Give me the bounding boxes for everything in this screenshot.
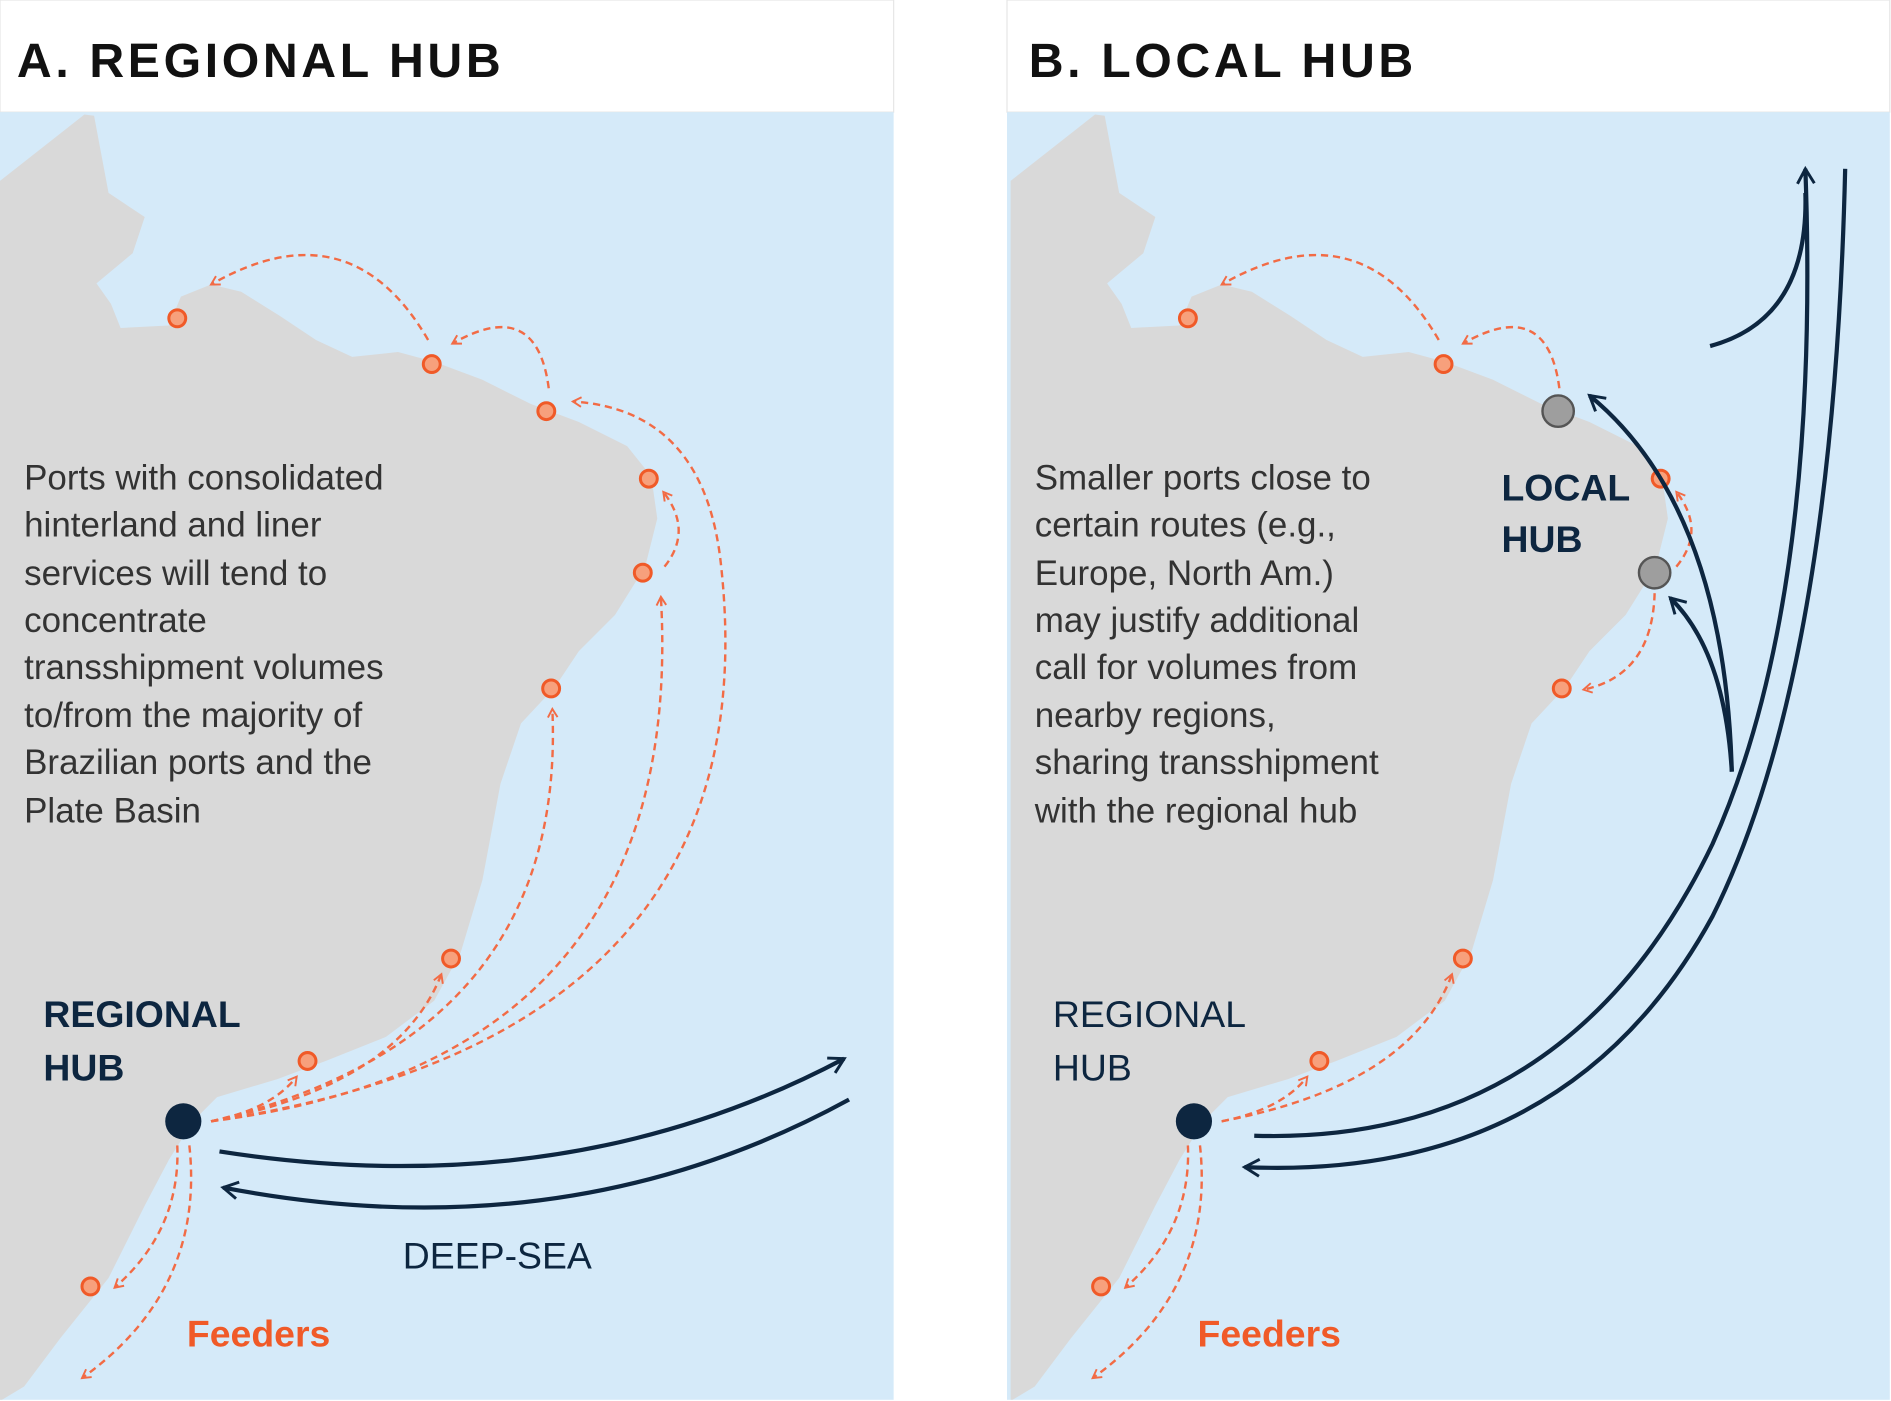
regional-hub-marker [1175, 1103, 1213, 1140]
svg-text:Plate Basin: Plate Basin [24, 791, 201, 830]
svg-text:call for volumes from: call for volumes from [1035, 648, 1357, 687]
port-marker [167, 308, 188, 329]
svg-text:Ports with consolidated: Ports with consolidated [24, 459, 383, 498]
svg-text:services will tend to: services will tend to [24, 554, 327, 593]
feeders-label: Feeders [1198, 1313, 1341, 1355]
svg-text:hinterland and liner: hinterland and liner [24, 506, 322, 545]
svg-text:to/from the majority of: to/from the majority of [24, 696, 362, 735]
deep-sea-routes [219, 1056, 851, 1210]
port-marker [1452, 948, 1473, 969]
panel-b-title: B. LOCAL HUB [1029, 34, 1417, 88]
port-marker [541, 678, 562, 699]
svg-text:Europe, North Am.): Europe, North Am.) [1035, 554, 1334, 593]
feeder-routes [1091, 253, 1693, 1380]
svg-text:nearby regions,: nearby regions, [1035, 696, 1276, 735]
port-marker [421, 354, 442, 375]
regional-hub-label: REGIONAL [1053, 993, 1246, 1035]
svg-text:sharing transshipment: sharing transshipment [1035, 743, 1379, 782]
local-hub-label: LOCAL [1501, 466, 1630, 508]
regional-hub-label: REGIONAL [43, 993, 240, 1035]
panel-a-description: Ports with consolidated hinterland and l… [24, 459, 383, 831]
port-marker [441, 948, 461, 969]
port-marker [1551, 678, 1572, 699]
local-hub-label: HUB [1501, 518, 1582, 560]
local-hub-marker [1541, 394, 1576, 429]
svg-text:with the regional hub: with the regional hub [1034, 791, 1358, 830]
feeders-label: Feeders [187, 1313, 330, 1355]
port-marker [1177, 308, 1198, 329]
port-marker [80, 1276, 101, 1297]
port-marker [536, 401, 557, 422]
ports [80, 308, 659, 1297]
svg-text:Brazilian ports and the: Brazilian ports and the [24, 743, 372, 782]
port-marker [297, 1051, 318, 1071]
panel-a-title: A. REGIONAL HUB [17, 34, 504, 88]
feeder-routes [80, 253, 727, 1380]
port-marker [1309, 1051, 1330, 1071]
deep-sea-label: DEEP-SEA [403, 1234, 592, 1276]
panel-b-description: Smaller ports close to certain routes (e… [1034, 459, 1379, 831]
regional-hub-label: HUB [1053, 1046, 1132, 1088]
svg-text:certain routes (e.g.,: certain routes (e.g., [1035, 506, 1336, 545]
svg-text:concentrate: concentrate [24, 601, 207, 640]
svg-text:may justify additional: may justify additional [1035, 601, 1359, 640]
svg-text:Smaller ports close to: Smaller ports close to [1035, 459, 1371, 498]
port-marker [1091, 1276, 1112, 1297]
local-hub-marker [1637, 555, 1672, 590]
panel-local-hub: B. LOCAL HUB [1006, 0, 1891, 1400]
regional-hub-marker [165, 1103, 202, 1140]
regional-hub-label: HUB [43, 1046, 124, 1088]
port-marker [1433, 354, 1454, 375]
port-marker [632, 562, 653, 583]
deep-sea-routes [1241, 165, 1848, 1178]
svg-text:transshipment volumes: transshipment volumes [24, 648, 383, 687]
panel-regional-hub: A. REGIONAL HUB [0, 0, 895, 1400]
port-marker [638, 468, 659, 489]
